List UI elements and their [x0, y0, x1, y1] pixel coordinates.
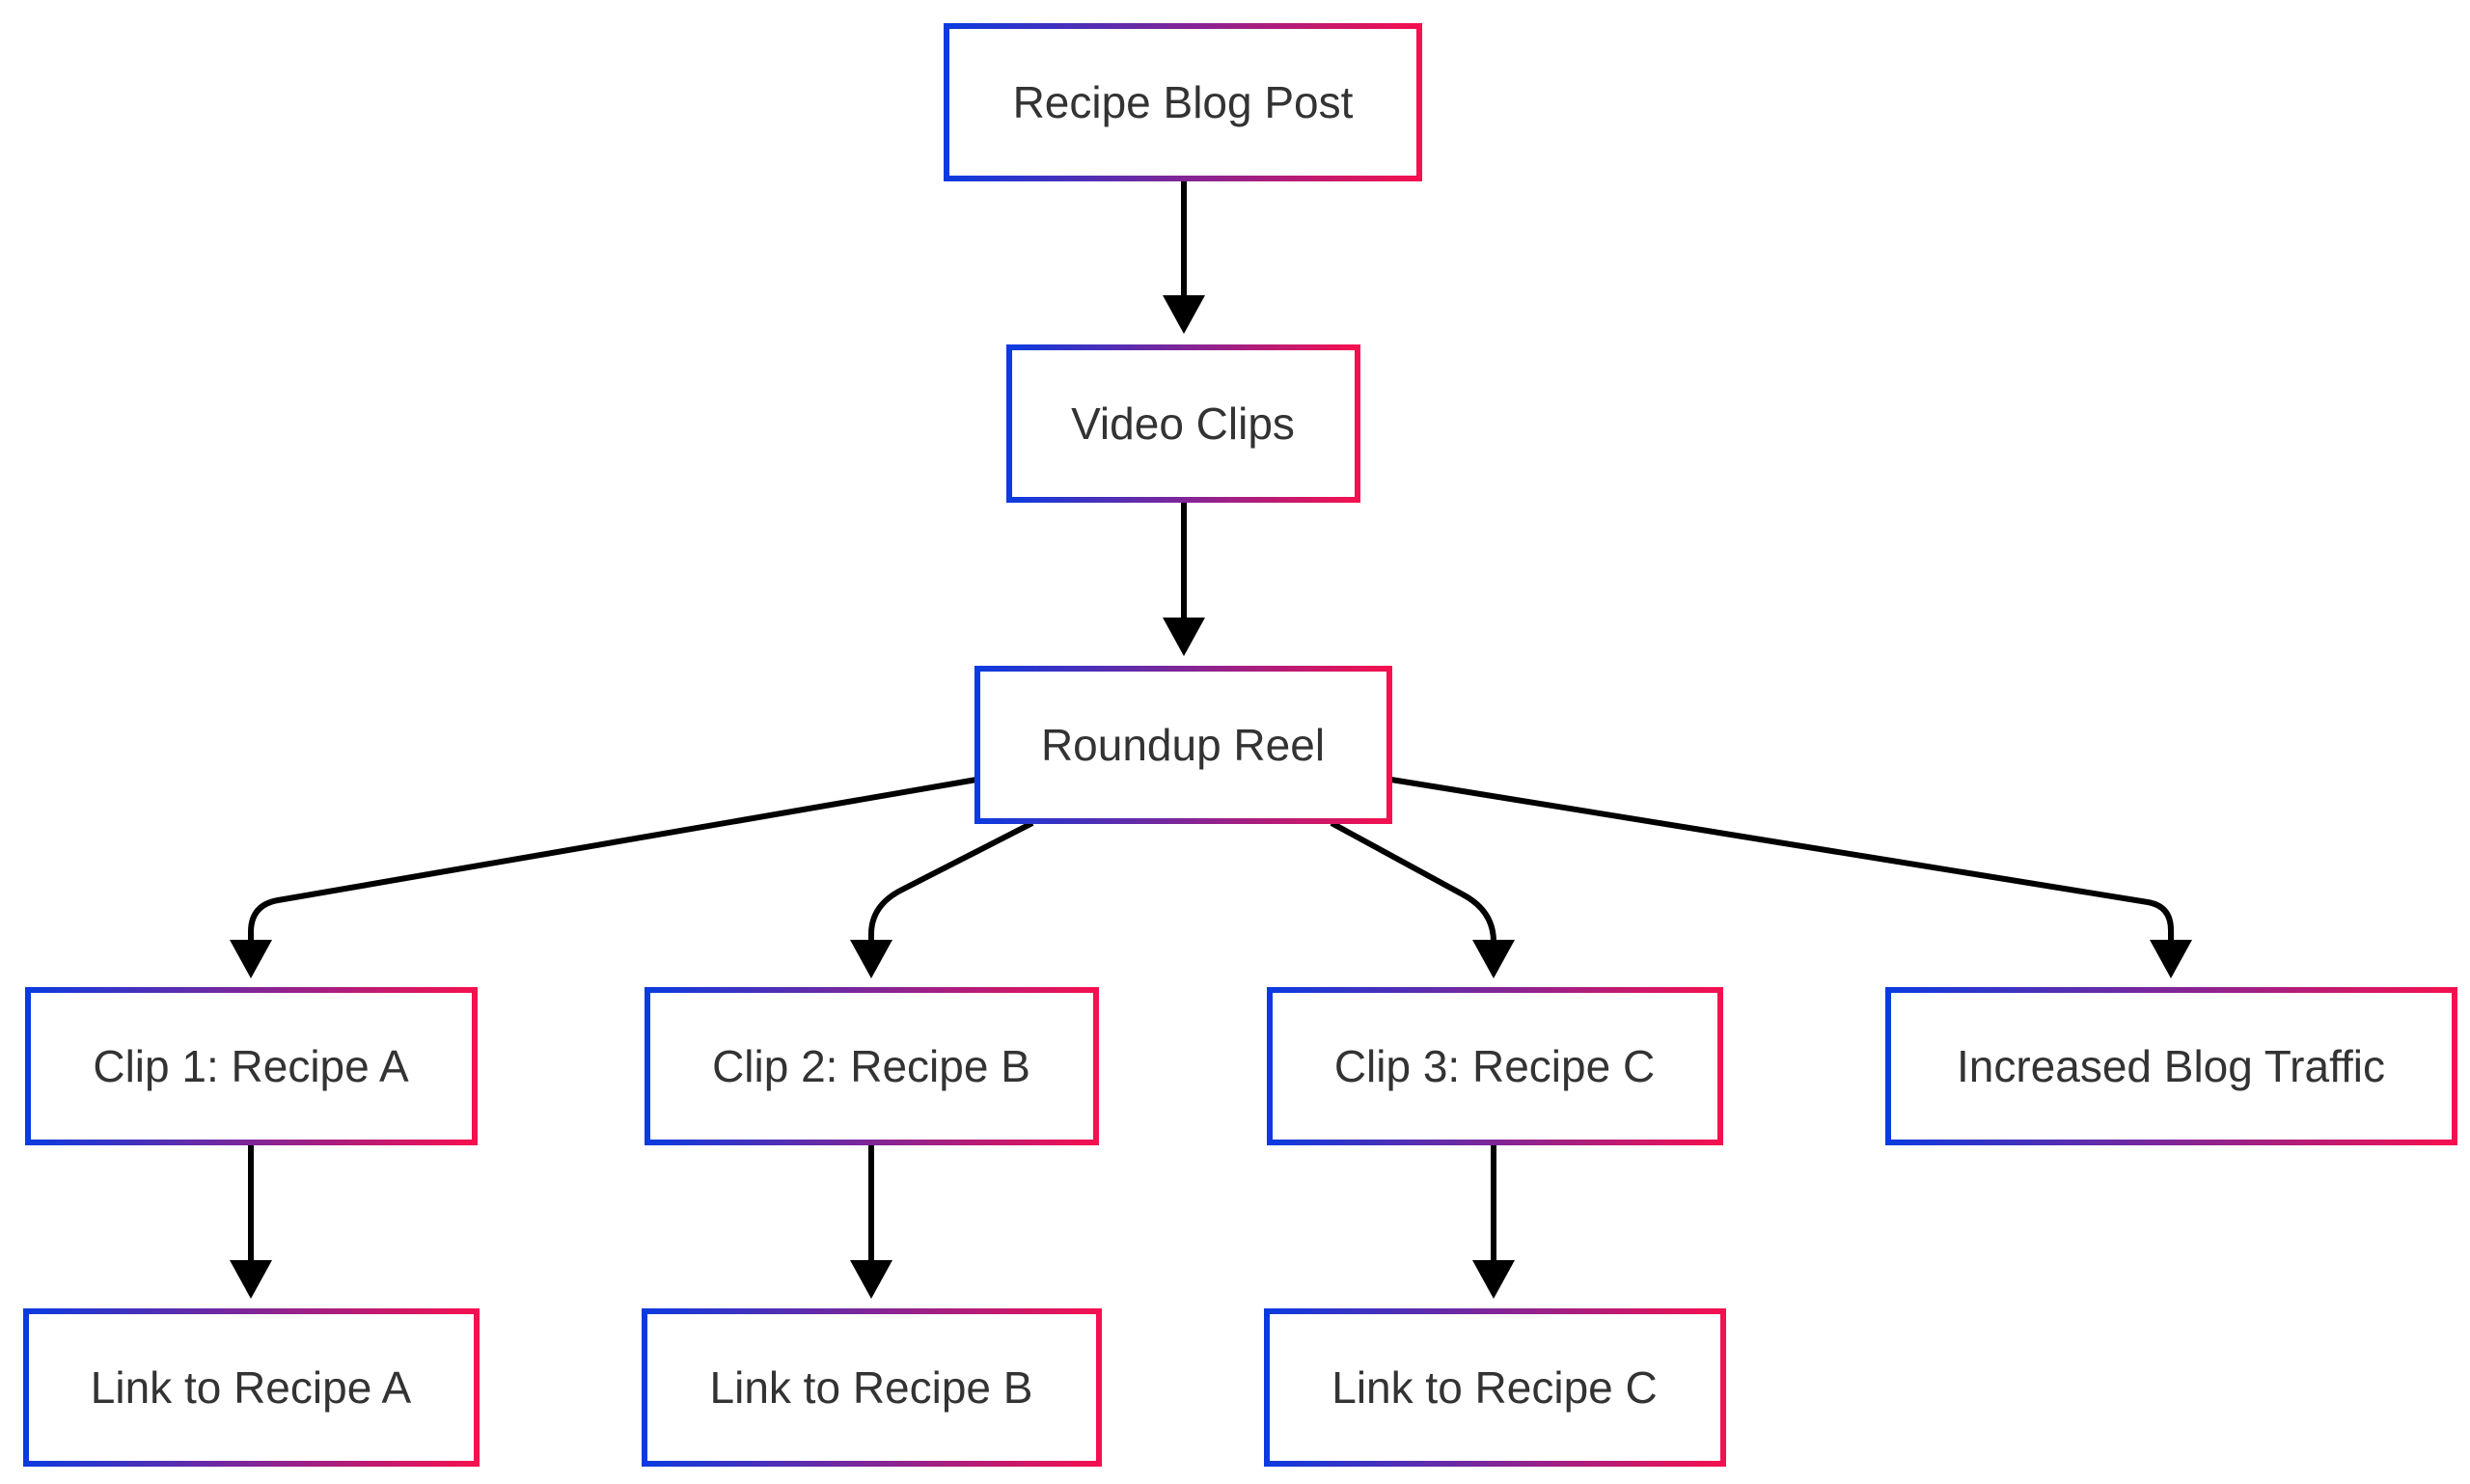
- arrowhead-clips-to-reel: [1163, 618, 1205, 656]
- node-label-video-clips: Video Clips: [1071, 398, 1295, 449]
- node-label-increased-blog-traffic: Increased Blog Traffic: [1957, 1041, 2385, 1091]
- node-label-clip-3-recipe-c: Clip 3: Recipe C: [1334, 1041, 1655, 1091]
- edge-reel-to-clip2: [868, 820, 1034, 946]
- node-recipe-blog-post[interactable]: Recipe Blog Post: [944, 23, 1422, 181]
- node-label-link-to-recipe-a: Link to Recipe A: [91, 1362, 412, 1413]
- node-label-recipe-blog-post: Recipe Blog Post: [1013, 77, 1354, 127]
- arrowhead-clip2-to-link-b: [850, 1260, 892, 1299]
- arrowhead-clip1-to-link-a: [230, 1260, 272, 1299]
- node-label-link-to-recipe-c: Link to Recipe C: [1331, 1362, 1658, 1413]
- node-label-clip-1-recipe-a: Clip 1: Recipe A: [93, 1041, 409, 1091]
- node-link-to-recipe-a[interactable]: Link to Recipe A: [23, 1308, 480, 1467]
- node-label-link-to-recipe-b: Link to Recipe B: [710, 1362, 1033, 1413]
- node-link-to-recipe-b[interactable]: Link to Recipe B: [642, 1308, 1102, 1467]
- arrowhead-reel-to-clip2: [850, 940, 892, 978]
- edge-reel-to-traffic: [1390, 777, 2174, 946]
- arrowhead-clip3-to-link-c: [1472, 1260, 1515, 1299]
- node-label-clip-2-recipe-b: Clip 2: Recipe B: [712, 1041, 1030, 1091]
- edge-reel-to-clip3: [1330, 820, 1496, 946]
- node-link-to-recipe-c[interactable]: Link to Recipe C: [1264, 1308, 1726, 1467]
- edges: [230, 181, 2192, 1299]
- edge-reel-to-clip1: [248, 777, 977, 946]
- arrowhead-reel-to-traffic: [2150, 940, 2192, 978]
- node-clip-3-recipe-c[interactable]: Clip 3: Recipe C: [1267, 987, 1723, 1145]
- arrowhead-reel-to-clip1: [230, 940, 272, 978]
- node-label-roundup-reel: Roundup Reel: [1041, 720, 1325, 770]
- node-video-clips[interactable]: Video Clips: [1006, 344, 1360, 503]
- arrowhead-blog-to-clips: [1163, 295, 1205, 334]
- node-roundup-reel[interactable]: Roundup Reel: [974, 666, 1392, 824]
- node-increased-blog-traffic[interactable]: Increased Blog Traffic: [1885, 987, 2457, 1145]
- node-clip-1-recipe-a[interactable]: Clip 1: Recipe A: [25, 987, 478, 1145]
- arrowhead-reel-to-clip3: [1472, 940, 1515, 978]
- nodes: Recipe Blog Post Video Clips Roundup Ree…: [23, 23, 2457, 1467]
- node-clip-2-recipe-b[interactable]: Clip 2: Recipe B: [645, 987, 1099, 1145]
